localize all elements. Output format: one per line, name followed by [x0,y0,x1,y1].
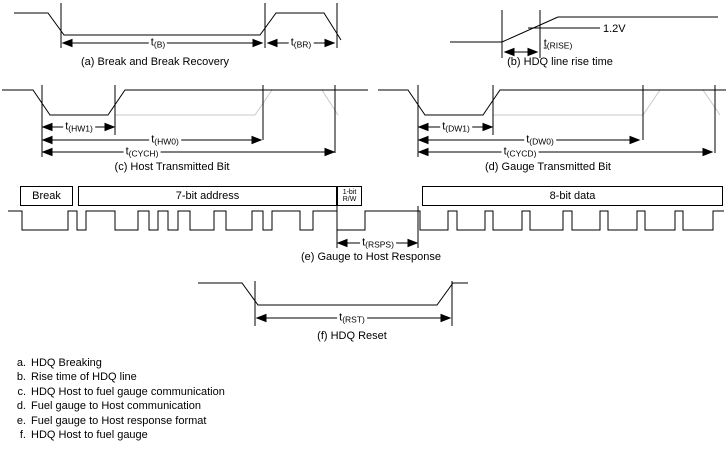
marker-lines [254,281,453,326]
t-br-arrow [266,38,336,48]
t-br-label: t(BR) [288,36,314,50]
t-rise-label: t(RISE) [541,37,575,51]
gray-continuation [115,89,339,116]
t-dw0-label: t(DW0) [524,133,556,147]
legend-item-d: d.Fuel gauge to Host communication [16,400,201,413]
caption-f: (f) HDQ Reset [317,330,387,342]
t-rsps-label: t(RSPS) [360,236,396,250]
caption-b: (b) HDQ line rise time [507,56,613,68]
legend-item-f: f.HDQ Host to fuel gauge [19,429,148,442]
caption-d: (d) Gauge Transmitted Bit [485,161,611,173]
caption-a: (a) Break and Break Recovery [81,56,229,68]
threshold-voltage-label: 1.2V [603,23,626,35]
t-hw1-label: t(HW1) [63,120,95,134]
waveform-line [2,89,368,116]
gauge-bit-waveform [378,85,726,157]
caption-c: (c) Host Transmitted Bit [114,161,230,173]
legend-item-e: e.Fuel gauge to Host response format [16,414,207,427]
marker-lines [41,85,336,157]
legend: a.HDQ Breaking b.Rise time of HDQ line c… [10,356,225,442]
t-rise-arrow [503,47,539,57]
gray-continuation [493,89,721,116]
legend-item-c: c.HDQ Host to fuel gauge communication [17,385,225,398]
marker-lines [501,10,541,58]
t-cych-arrow [41,147,336,157]
marker-lines [60,3,338,48]
reset-waveform [198,281,468,326]
t-cycd-arrow [417,147,714,157]
marker-lines [336,206,419,248]
host-bit-waveform [2,85,368,157]
rise-time-waveform [450,10,718,58]
legend-item-b: b.Rise time of HDQ line [16,371,137,384]
t-rst-label: t(RST) [337,311,367,325]
waveform-line [378,89,726,116]
caption-e: (e) Gauge to Host Response [300,251,442,263]
waveform-line [14,12,342,41]
data-field-box: 8-bit data [422,186,723,206]
legend-item-a: a.HDQ Breaking [16,357,102,369]
marker-lines [417,85,716,157]
t-hw0-label: t(HW0) [149,133,181,147]
rising-slope [501,16,559,43]
waveform-line [198,282,468,306]
t-cycd-label: t(CYCD) [501,145,539,159]
t-cych-label: t(CYCH) [123,145,161,159]
response-waveform-line [8,210,724,231]
address-field-box: 7-bit address [78,186,337,206]
t-b-label: t(B) [148,36,168,50]
break-field-box: Break [20,186,73,206]
t-dw1-label: t(DW1) [440,120,472,134]
